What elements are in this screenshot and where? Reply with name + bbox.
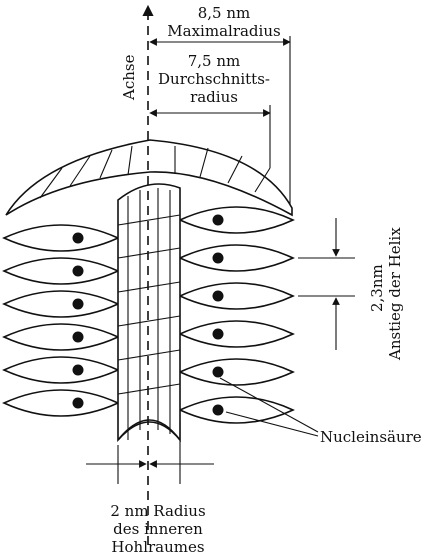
- helix-turn-right: [178, 358, 295, 386]
- avg-radius-label-line2: radius: [190, 88, 238, 106]
- nucleic-acid-dot: [212, 214, 224, 226]
- nucleic-acid-dot: [212, 366, 224, 378]
- axis-label: Achse: [120, 54, 138, 101]
- nucleic-acid-dot: [212, 328, 224, 340]
- helix-pitch-label: Anstieg der Helix: [386, 227, 404, 361]
- helix-left-turns: [2, 224, 120, 417]
- inner-hollow-cylinder: [117, 183, 181, 443]
- helix-turn-left: [2, 290, 120, 318]
- helix-turn-right: [178, 244, 295, 272]
- nucleic-acid-dot: [212, 252, 224, 264]
- max-radius-value: 8,5 nm: [198, 4, 251, 22]
- helix-turn-left: [2, 389, 120, 417]
- nucleic-acid-dot: [72, 298, 84, 310]
- nucleic-acid-dot: [72, 331, 84, 343]
- helix-turn-left: [2, 224, 120, 252]
- helix-turn-right: [178, 282, 295, 310]
- nucleic-acid-pointers: [219, 377, 319, 437]
- helix-pitch-value: 2,3nm: [368, 264, 386, 312]
- nucleic-acid-label: Nucleinsäure: [320, 428, 422, 446]
- helix-turn-left: [2, 356, 120, 384]
- inner-radius-label-line1: 2 nm Radius: [110, 502, 205, 520]
- nucleic-acid-dot: [212, 404, 224, 416]
- avg-radius-dimension: [149, 105, 271, 168]
- nucleic-acid-dot: [72, 397, 84, 409]
- inner-radius-label-line3: Hohlraumes: [111, 538, 204, 556]
- nucleic-acid-dot: [72, 364, 84, 376]
- nucleic-acid-dot: [212, 290, 224, 302]
- inner-radius-label-line2: des inneren: [113, 520, 203, 538]
- helix-turn-left: [2, 323, 120, 351]
- max-radius-dimension: [149, 36, 291, 205]
- avg-radius-label-line1: Durchschnitts-: [158, 70, 270, 88]
- nucleic-acid-dot: [72, 265, 84, 277]
- helix-turn-right: [178, 320, 295, 348]
- avg-radius-value: 7,5 nm: [188, 52, 241, 70]
- inner-radius-dimension: [86, 422, 214, 484]
- helix-top-cap: [5, 139, 293, 217]
- nucleic-acid-dot: [72, 232, 84, 244]
- helix-pitch-dimension: [298, 218, 355, 350]
- max-radius-label: Maximalradius: [167, 22, 280, 40]
- helix-turn-right: [178, 396, 295, 424]
- helix-turn-left: [2, 257, 120, 285]
- helix-right-turns: [178, 206, 295, 424]
- helix-turn-right: [178, 206, 295, 234]
